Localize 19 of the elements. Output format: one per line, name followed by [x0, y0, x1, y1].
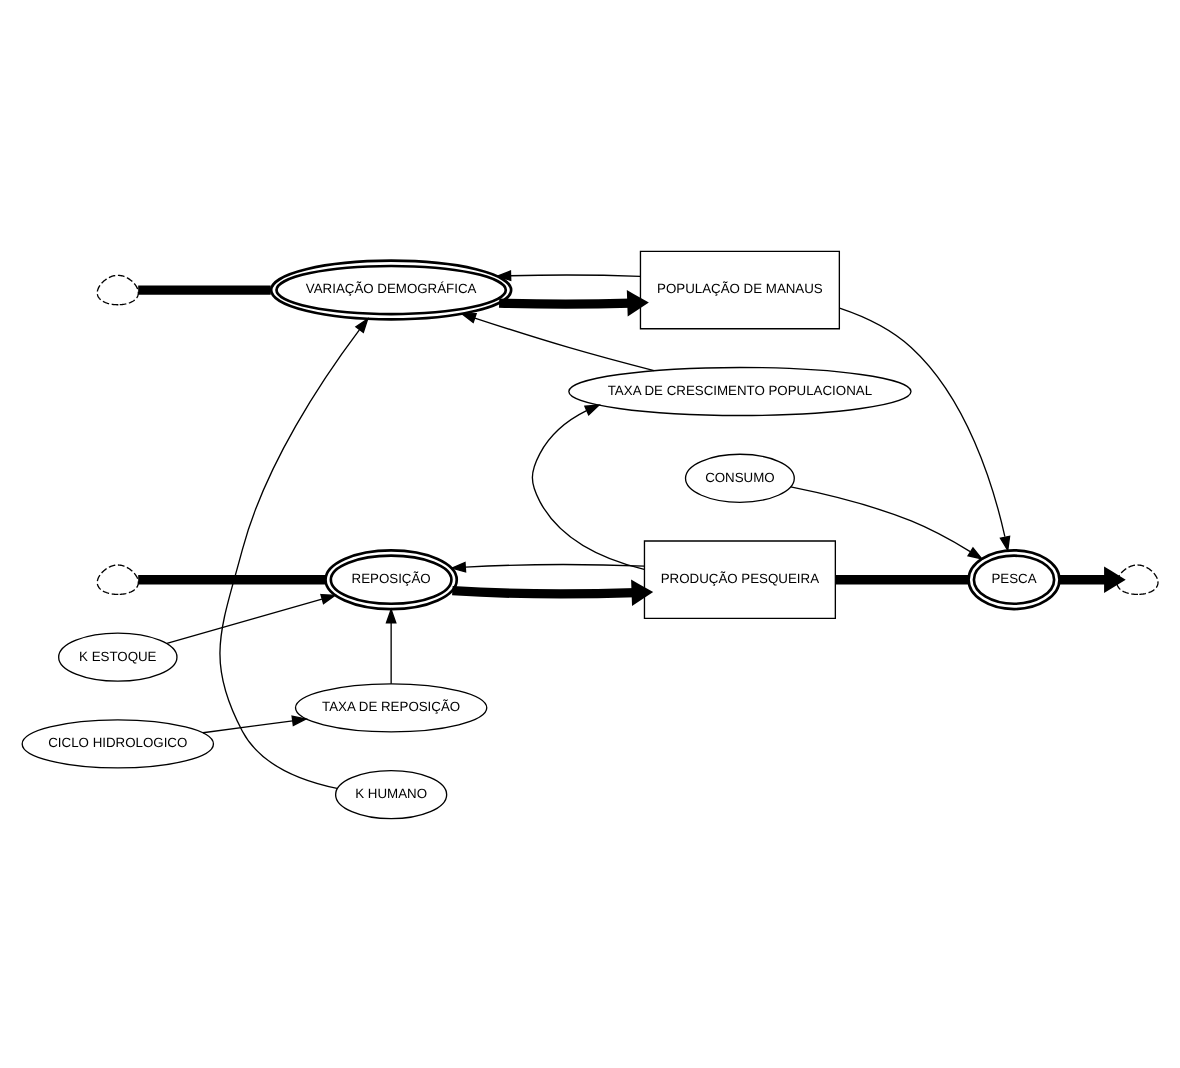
arrow	[790, 485, 984, 559]
arrow	[495, 269, 641, 281]
arrow	[531, 403, 645, 570]
arrow	[1059, 565, 1126, 592]
arrow	[460, 311, 655, 371]
arrow	[838, 306, 1011, 552]
node-cloud	[96, 273, 139, 305]
arrow	[449, 560, 646, 572]
arrow	[499, 289, 649, 316]
node-cloud	[1116, 563, 1159, 595]
connector	[138, 574, 326, 584]
connector	[138, 284, 271, 294]
node-cloud	[96, 563, 139, 595]
arrow	[452, 578, 654, 606]
arrow	[385, 606, 397, 684]
arrow	[166, 592, 337, 644]
arrow	[219, 316, 369, 789]
connector	[835, 574, 969, 584]
arrow	[202, 714, 308, 733]
